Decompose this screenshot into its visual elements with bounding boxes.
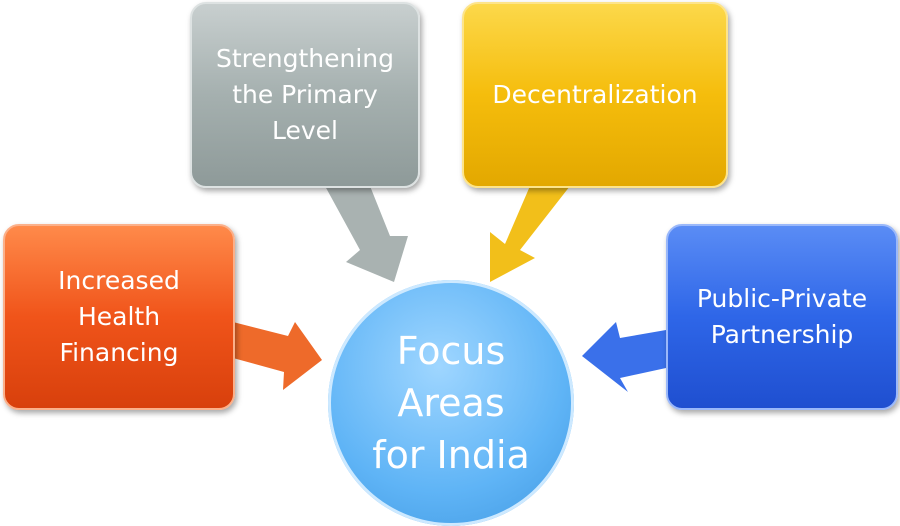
arrow-yellow	[490, 186, 570, 282]
box-label: Decentralization	[492, 80, 698, 109]
box-ppp: Public-Private Partnership	[666, 224, 898, 410]
center-circle: Focus Areas for India	[328, 280, 574, 526]
arrow-orange	[233, 322, 322, 390]
center-label: Focus Areas for India	[372, 329, 530, 477]
box-label: Strengthening the Primary Level	[215, 44, 395, 145]
arrow-blue	[582, 322, 666, 392]
box-decentralization: Decentralization	[462, 2, 728, 188]
box-health-financing: Increased Health Financing	[3, 224, 235, 410]
box-label: Increased Health Financing	[58, 266, 180, 367]
box-label: Public-Private Partnership	[696, 284, 868, 349]
arrow-gray	[325, 186, 408, 282]
box-primary-level: Strengthening the Primary Level	[190, 2, 420, 188]
